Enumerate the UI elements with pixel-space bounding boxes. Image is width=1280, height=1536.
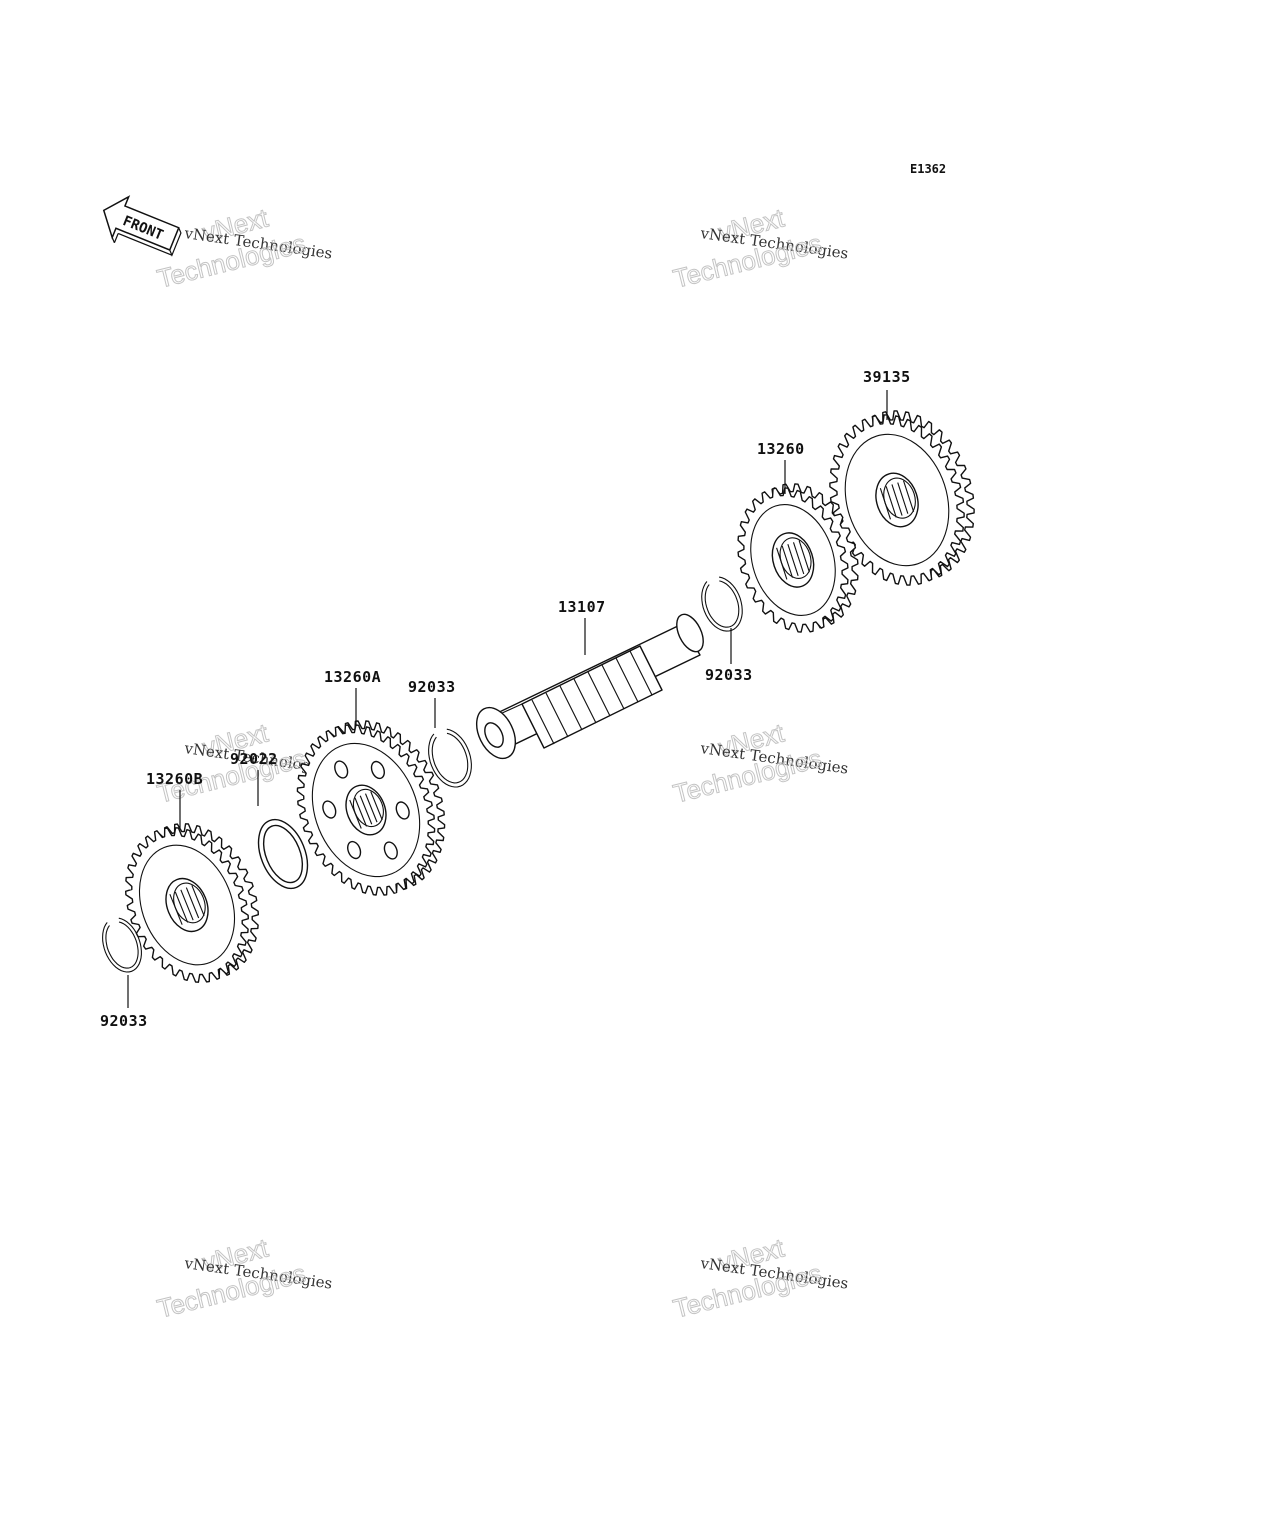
circlip-inner-edge: [105, 921, 139, 969]
gear-spline-line: [370, 791, 383, 821]
label-13260: 13260: [757, 440, 805, 458]
gear-spline-line: [169, 894, 183, 925]
label-92033-left: 92033: [100, 1012, 148, 1030]
gear-spline-line: [891, 484, 903, 516]
label-92033-mid: 92033: [408, 678, 456, 696]
gear-spline-line: [180, 889, 194, 921]
gear-spline-line: [185, 887, 200, 919]
circlip-outer-edge: [428, 728, 472, 788]
leader-lines: [127, 390, 888, 1008]
gear-spline-line: [792, 542, 805, 575]
circlip-92033-right[interactable]: [701, 576, 743, 632]
gear-spline-line: [885, 486, 897, 518]
diagram-code: E1362: [910, 162, 946, 176]
gear-lightening-hole: [334, 760, 349, 779]
gear-13260B[interactable]: [122, 823, 259, 983]
circlip-outer-edge: [701, 576, 743, 632]
gear-spline-line: [776, 547, 788, 580]
gear-spline-line: [359, 795, 373, 825]
label-39135: 39135: [863, 368, 911, 386]
label-92022: 92022: [230, 750, 278, 768]
shaft-13107[interactable]: [469, 610, 709, 765]
circlip-92033-left[interactable]: [102, 917, 142, 973]
front-arrow-icon: FRONT: [102, 195, 182, 257]
circlip-inner-edge: [431, 732, 469, 784]
gear-lightening-hole: [322, 800, 337, 819]
gear-rim: [844, 433, 950, 567]
circlip-outer-edge: [102, 917, 142, 973]
gear-spline-line: [364, 793, 378, 823]
gear-lightening-hole: [347, 840, 362, 860]
gear-spline-line: [174, 891, 189, 923]
circlip-92033-mid[interactable]: [428, 728, 472, 788]
gear-lightening-hole: [370, 760, 385, 780]
gear-spline-line: [897, 482, 909, 514]
label-13260A: 13260A: [324, 668, 381, 686]
gear-lightening-hole: [383, 841, 398, 860]
gear-13260[interactable]: [737, 483, 859, 633]
gear-13260A[interactable]: [293, 720, 446, 896]
label-13260B: 13260B: [146, 770, 203, 788]
gear-spline-line: [354, 797, 368, 827]
gear-spline-line: [787, 544, 799, 576]
gear-spline-line: [798, 540, 810, 573]
part-labels: 39135 13260 13107 92033 92033 13260A 132…: [100, 368, 911, 1030]
gear-spline-line: [191, 885, 205, 916]
washer-92022[interactable]: [249, 812, 317, 895]
gear-spline-line: [781, 545, 794, 578]
label-92033-right: 92033: [705, 666, 753, 684]
gear-rim: [138, 844, 236, 966]
label-13107: 13107: [558, 598, 606, 616]
gear-lightening-hole: [395, 801, 410, 820]
gear-rim: [750, 504, 836, 616]
gear-spline-line: [879, 488, 892, 520]
circlip-inner-edge: [704, 580, 740, 628]
gear-spline-line: [349, 799, 362, 829]
gear-rim: [311, 742, 421, 878]
gear-39135[interactable]: [829, 410, 975, 586]
gear-spline-line: [902, 480, 915, 512]
